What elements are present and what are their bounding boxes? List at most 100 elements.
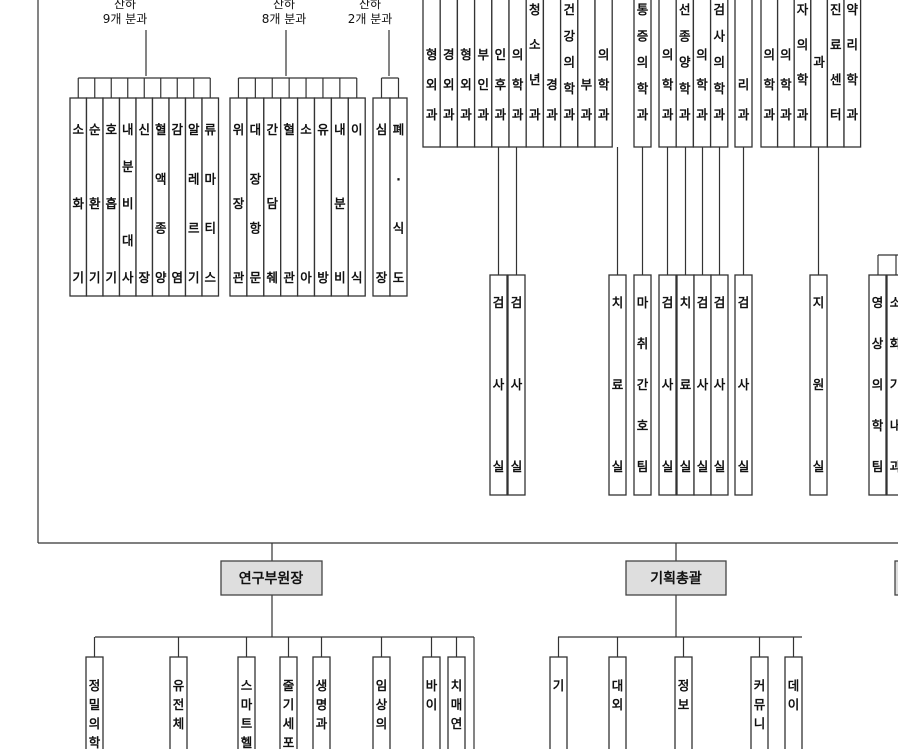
- division-cell-char: 분: [334, 196, 346, 211]
- division-cell-char: 호: [105, 122, 117, 137]
- division-cell-char: 소: [72, 122, 84, 137]
- department-cell: [760, 0, 779, 148]
- sub-unit-cell-char: 실: [714, 459, 726, 474]
- group-subtitle: 8개 분과: [262, 12, 307, 26]
- sub-unit-cell-char: 실: [697, 459, 709, 474]
- research-unit-char: 마: [241, 697, 253, 712]
- department-cell-char: 의: [637, 55, 649, 70]
- division-cell-char: 기: [72, 270, 84, 285]
- sub-unit-cell-char: 상: [872, 336, 884, 351]
- sub-unit-cell: [809, 274, 828, 496]
- sub-unit-cell-char: 사: [738, 377, 750, 392]
- department-cell-char: 학: [780, 77, 792, 92]
- sub-unit-cell-char: 검: [697, 295, 709, 310]
- sub-unit-cell-char: 기: [890, 377, 898, 392]
- division-cell-char: 혈: [155, 122, 167, 137]
- department-cell: [456, 0, 476, 148]
- department-cell-char: 자: [797, 2, 809, 17]
- department-cell-char: 과: [581, 107, 593, 122]
- department-cell-char: 진: [830, 2, 842, 17]
- sub-unit-cell-char: 마: [637, 295, 649, 310]
- sub-unit-cell-char: 원: [813, 377, 825, 392]
- research-unit-cell: [447, 656, 466, 749]
- department-cell-char: 과: [443, 107, 455, 122]
- research-unit-char: 매: [451, 697, 463, 712]
- department-cell-char: 학: [598, 77, 610, 92]
- sub-unit-cell-char: 실: [662, 459, 674, 474]
- department-cell-char: 약: [847, 2, 859, 17]
- sub-unit-cell-char: 실: [511, 459, 523, 474]
- department-cell-char: 터: [830, 107, 842, 122]
- department-cell-char: 학: [713, 81, 725, 96]
- department-cell-char: 학: [637, 81, 649, 96]
- research-head-label: 연구부원장: [239, 570, 304, 587]
- sub-unit-cell-char: 검: [493, 295, 505, 310]
- sub-unit-cell-char: 의: [872, 377, 884, 392]
- division-cell-char: 소: [300, 122, 312, 137]
- department-cell-char: 과: [780, 107, 792, 122]
- sub-unit-cell: [633, 274, 652, 496]
- sub-unit-cell-char: 검: [662, 295, 674, 310]
- research-unit-char: 포: [283, 735, 295, 749]
- planning-unit-char: 데: [788, 678, 800, 693]
- division-cell-char: 간: [266, 122, 278, 137]
- research-unit-cell: [85, 656, 104, 749]
- department-cell-char: 과: [637, 107, 649, 122]
- division-cell-char: 환: [89, 196, 101, 211]
- department-cell-char: 의: [696, 47, 708, 62]
- department-cell-char: 학: [696, 77, 708, 92]
- sub-unit-cell-char: 실: [738, 459, 750, 474]
- division-cell-char: 분: [122, 159, 134, 174]
- department-cell-char: 학: [679, 81, 691, 96]
- research-unit-char: 유: [173, 678, 185, 693]
- department-cell-char: 과: [679, 107, 691, 122]
- division-cell-char: 티: [204, 221, 216, 236]
- research-unit-char: 트: [241, 716, 253, 731]
- research-unit-char: 명: [316, 697, 328, 712]
- department-cell-char: 과: [847, 107, 859, 122]
- department-cell-char: 리: [847, 37, 859, 52]
- department-cell-char: 학: [797, 72, 809, 87]
- department-cell-char: 의: [764, 47, 776, 62]
- planning-head-label: 기획총괄: [650, 570, 702, 587]
- research-unit-char: 상: [376, 697, 388, 712]
- department-cell-char: 과: [477, 107, 489, 122]
- sub-unit-cell: [658, 274, 677, 496]
- division-cell-char: 르: [188, 221, 200, 236]
- research-head-box: [220, 560, 323, 596]
- planning-unit-char: 정: [678, 678, 690, 693]
- planning-head-box: [625, 560, 727, 596]
- department-cell-char: 의: [512, 47, 524, 62]
- research-unit-char: 치: [451, 678, 463, 693]
- sub-unit-cell-char: 검: [714, 295, 726, 310]
- group-title: 산하: [114, 0, 136, 11]
- sub-unit-cell: [886, 274, 898, 496]
- division-cell-char: 기: [105, 270, 117, 285]
- research-unit-char: 의: [89, 716, 101, 731]
- department-cell-char: 의: [563, 55, 575, 70]
- division-cell-char: 레: [188, 171, 200, 186]
- research-unit-char: 과: [316, 716, 328, 731]
- department-cell-char: 건: [563, 2, 575, 17]
- department-cell-char: 과: [738, 107, 750, 122]
- department-cell-char: 과: [512, 107, 524, 122]
- sub-unit-cell-char: 치: [680, 295, 692, 310]
- department-cell-char: 과: [813, 55, 825, 70]
- planning-unit-cell: [674, 656, 693, 749]
- sub-unit-cell: [710, 274, 729, 496]
- department-cell-char: 의: [598, 47, 610, 62]
- division-cell: [389, 97, 408, 297]
- department-cell-char: 과: [529, 107, 541, 122]
- department-cell-char: 과: [713, 107, 725, 122]
- division-cell-char: 비: [334, 270, 346, 285]
- department-cell-char: 학: [662, 77, 674, 92]
- division-cell-char: 위: [233, 122, 245, 137]
- research-unit-char: 임: [376, 678, 388, 693]
- department-cell: [594, 0, 613, 148]
- sub-unit-cell-char: 취: [637, 336, 649, 351]
- department-cell-char: 학: [512, 77, 524, 92]
- division-cell: [347, 97, 366, 297]
- planning-unit-cell: [784, 656, 803, 749]
- department-cell-char: 형: [460, 47, 472, 62]
- division-cell-char: 아: [300, 270, 312, 285]
